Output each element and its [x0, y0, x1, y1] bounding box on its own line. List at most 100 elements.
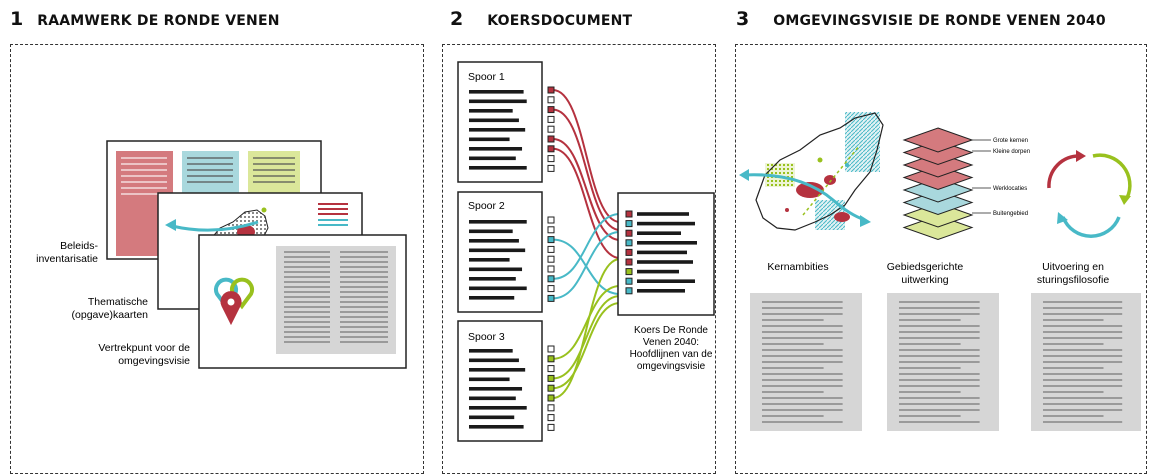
text-line	[469, 239, 519, 243]
label-beleidsinventarisatie-2: inventarisatie	[36, 253, 98, 265]
layer-label-buitengebied: Buitengebied	[993, 211, 1028, 217]
cycle-icon	[1047, 150, 1132, 238]
text-line	[469, 229, 513, 234]
result-label-1: Koers De Ronde	[634, 325, 708, 336]
connector-square	[547, 265, 555, 273]
result-square	[625, 248, 633, 256]
connector-square	[547, 394, 555, 402]
result-square	[625, 239, 633, 247]
text-line	[469, 415, 515, 420]
result-square	[625, 287, 633, 295]
text-line	[469, 296, 515, 300]
text-line	[469, 109, 513, 113]
arrowhead-icon	[165, 219, 176, 231]
connector-curve	[552, 213, 621, 280]
panel2-illustration: Koers De Ronde Venen 2040: Hoofdlijnen v…	[457, 61, 715, 442]
connector-square	[547, 245, 555, 253]
result-label-4: omgevingsvisie	[637, 361, 706, 372]
text-line	[469, 286, 527, 291]
connector-square	[547, 145, 555, 153]
layer-stack	[902, 127, 991, 241]
result-label-2: Venen 2040:	[643, 337, 699, 348]
map-pin-icons	[214, 277, 254, 326]
section-number: 1	[10, 8, 24, 30]
result-text-line	[637, 231, 681, 235]
text-line	[469, 90, 524, 94]
result-square	[625, 210, 633, 218]
municipality-map	[739, 112, 884, 231]
text-line	[469, 99, 527, 104]
connector-curve	[552, 108, 621, 231]
text-line	[469, 156, 516, 161]
text-line	[469, 267, 523, 272]
text-line	[469, 128, 526, 132]
text-line	[469, 396, 516, 401]
connector-square	[547, 115, 555, 123]
text-line	[469, 406, 527, 410]
connector-square	[547, 216, 555, 224]
section-number: 3	[736, 8, 750, 30]
connector-square	[547, 423, 555, 431]
text-line	[469, 349, 513, 353]
result-text-line	[637, 250, 687, 255]
section-heading-2: 2 KOERSDOCUMENT	[450, 8, 632, 30]
result-square	[625, 229, 633, 237]
result-text-line	[637, 260, 693, 264]
label-opgavekaarten: (opgave)kaarten	[72, 309, 149, 321]
layer-label-kleine-dorpen: Kleine dorpen	[993, 149, 1030, 155]
connector-square	[547, 226, 555, 234]
label-thematische: Thematische	[88, 296, 148, 308]
connector-square	[547, 164, 555, 172]
layer-label-werklocaties: Werklocaties	[993, 186, 1027, 192]
result-square	[625, 268, 633, 276]
panel1-illustration: Beleids- inventarisatie Thematische (opg…	[36, 140, 407, 369]
track-label-3: Spoor 3	[468, 331, 505, 343]
layer-label-grote-kernen: Grote kernen	[993, 138, 1028, 144]
connector-square	[547, 236, 555, 244]
section-title: KOERSDOCUMENT	[487, 13, 633, 29]
connector-curve	[552, 285, 621, 360]
text-line	[469, 118, 519, 123]
text-line	[469, 166, 527, 170]
section-heading-1: 1 RAAMWERK DE RONDE VENEN	[10, 8, 280, 30]
result-square	[625, 220, 633, 228]
track-label-2: Spoor 2	[468, 200, 505, 212]
connector-square	[547, 294, 555, 302]
connector-square	[547, 384, 555, 392]
track-label-1: Spoor 1	[468, 71, 505, 83]
column-label-gebiedsgerichte: Gebiedsgerichte	[887, 261, 964, 273]
connector-square	[547, 355, 555, 363]
connector-square	[547, 414, 555, 422]
connector-square	[547, 125, 555, 133]
result-text-line	[637, 241, 697, 245]
section-number: 2	[450, 8, 464, 30]
connector-square	[547, 345, 555, 353]
connector-curve	[552, 138, 621, 241]
panel3-illustration: Grote kernen Kleine dorpen Werklocaties …	[739, 112, 1141, 431]
text-line	[469, 368, 526, 372]
result-square	[625, 277, 633, 285]
text-line	[469, 258, 510, 262]
connector-square	[547, 106, 555, 114]
label-vertrekpunt: Vertrekpunt voor de	[98, 342, 190, 354]
green-pin-icon	[230, 277, 254, 310]
connector-curve	[552, 258, 621, 399]
result-text-line	[637, 289, 685, 293]
text-line	[469, 377, 510, 382]
column-label-uitvoering: Uitvoering en	[1042, 261, 1104, 273]
connector-curve	[552, 295, 621, 380]
section-title: RAAMWERK DE RONDE VENEN	[37, 13, 280, 29]
connector-curve	[552, 302, 621, 390]
text-line	[469, 220, 527, 224]
teal-arrow	[171, 220, 259, 232]
connector-curve	[552, 231, 621, 300]
red-pin-icon	[220, 291, 242, 326]
column-label-sturingsfilosofie: sturingsfilosofie	[1037, 274, 1110, 286]
connector-square	[547, 96, 555, 104]
layer-plane	[902, 127, 974, 153]
column-label-uitwerking: uitwerking	[901, 274, 948, 286]
text-line	[469, 147, 523, 151]
connector-square	[547, 374, 555, 382]
section-title: OMGEVINGSVISIE DE RONDE VENEN 2040	[773, 13, 1106, 29]
text-line	[469, 358, 519, 363]
